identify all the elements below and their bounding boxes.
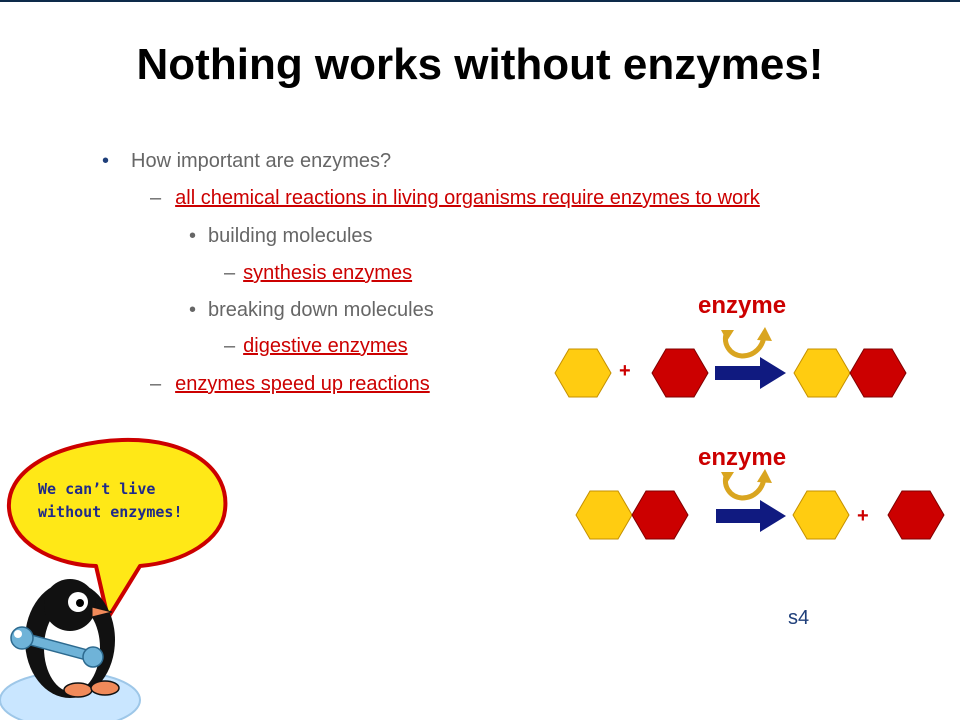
bullet-dot: • [189,299,197,321]
dash-marker: – [150,373,162,395]
slide-number: s4 [788,607,810,629]
bullet-text: How important are enzymes? [131,150,392,172]
hexagon-yellow [793,348,851,398]
dash-marker: – [224,335,236,357]
bullet-text: digestive enzymes [243,335,408,357]
hexagon-red [887,490,945,540]
bullet-text: breaking down molecules [208,299,434,321]
hexagon-yellow [554,348,612,398]
bullet-text: building molecules [208,225,373,247]
enzyme-curve [723,472,767,501]
reaction-arrow [716,500,786,532]
bullet-level4-digestive: –digestive enzymes [224,335,408,358]
hexagon-red [631,490,689,540]
speech-bubble-text: We can’t live without enzymes! [38,478,183,524]
bullet-text: all chemical reactions in living organis… [175,187,760,209]
bullet-text: synthesis enzymes [243,262,413,284]
wrench-icon [10,626,104,668]
hexagon-yellow [575,490,633,540]
speech-bubble [6,437,228,620]
digestion-reaction [575,469,945,540]
dash-marker: – [224,262,236,284]
hexagon-red [849,348,907,398]
plus-sign-top: + [619,360,631,382]
bullet-level2-reactions: –all chemical reactions in living organi… [150,187,760,210]
dash-marker: – [150,187,162,209]
speech-line-2: without enzymes! [38,503,183,521]
bullet-dot: • [189,225,197,247]
bullet-level3-building: • building molecules [189,225,373,248]
bullet-dot: • [102,150,110,172]
enzyme-label-bottom: enzyme [698,444,787,471]
enzyme-label-top: enzyme [698,292,787,319]
synthesis-reaction [554,327,907,398]
bullet-level3-breaking: • breaking down molecules [189,299,434,322]
bullet-level2-speed: –enzymes speed up reactions [150,373,430,396]
bullet-level1: • How important are enzymes? [102,150,391,173]
bullet-text: enzymes speed up reactions [175,373,430,395]
bullet-level4-synthesis: –synthesis enzymes [224,262,412,285]
penguin-mascot [0,579,141,720]
top-border-line [0,0,960,2]
hexagon-red [651,348,709,398]
enzyme-curve [723,330,767,359]
reaction-arrow [715,357,786,389]
speech-line-1: We can’t live [38,480,156,498]
slide-title: Nothing works without enzymes! [136,40,824,89]
hexagon-yellow [792,490,850,540]
plus-sign-bottom: + [857,505,869,527]
